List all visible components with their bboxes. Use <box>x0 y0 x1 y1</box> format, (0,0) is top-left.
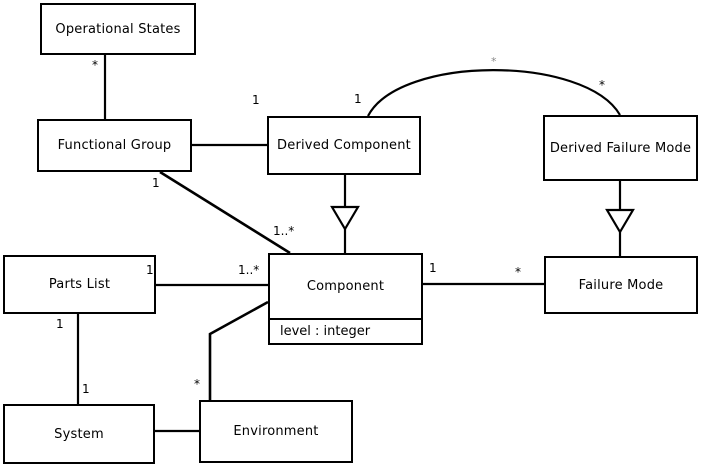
class-box-derived-component[interactable]: Derived Component <box>267 116 421 175</box>
multiplicity-operational-states-functional-group: * <box>92 58 98 72</box>
class-name-system: System <box>54 426 104 442</box>
multiplicity-derived-component-curve: 1 <box>354 92 362 106</box>
generalization-arrowhead-component <box>330 205 360 232</box>
class-name-parts-list: Parts List <box>48 277 111 292</box>
multiplicity-curve-apex: * <box>491 55 497 68</box>
class-box-environment[interactable]: Environment <box>199 400 353 463</box>
class-name-operational-states: Operational States <box>55 21 181 37</box>
edge-derived-component-derived-failure-mode <box>367 69 621 117</box>
class-box-derived-failure-mode[interactable]: Derived Failure Mode <box>543 115 698 181</box>
multiplicity-component-left: 1..* <box>238 263 260 277</box>
multiplicity-parts-list-right: 1 <box>146 263 154 277</box>
class-name-functional-group: Functional Group <box>57 138 172 153</box>
multiplicity-failure-mode-left: * <box>515 265 521 279</box>
multiplicity-component-right: 1 <box>429 261 437 275</box>
class-box-operational-states[interactable]: Operational States <box>40 3 196 55</box>
class-name-environment: Environment <box>233 424 319 439</box>
edge-environment-component <box>208 300 269 400</box>
class-name-failure-mode: Failure Mode <box>578 277 664 293</box>
multiplicity-functional-group-derived-component: 1 <box>252 93 260 107</box>
multiplicity-functional-group-component: 1 <box>152 176 160 190</box>
generalization-arrowhead-failure-mode <box>605 208 635 235</box>
class-name-derived-failure-mode: Derived Failure Mode <box>549 140 692 156</box>
class-box-system[interactable]: System <box>3 404 155 464</box>
class-box-parts-list[interactable]: Parts List <box>3 255 156 314</box>
class-attribute-component-level: level : integer <box>270 318 421 343</box>
class-box-functional-group[interactable]: Functional Group <box>37 119 192 172</box>
multiplicity-environment-up: * <box>194 377 200 391</box>
edge-functional-group-component <box>159 170 291 255</box>
class-box-component[interactable]: Component level : integer <box>268 253 423 345</box>
multiplicity-system-up: 1 <box>82 382 90 396</box>
class-box-failure-mode[interactable]: Failure Mode <box>544 256 698 314</box>
class-name-derived-component: Derived Component <box>277 138 411 153</box>
multiplicity-component-functional-group: 1..* <box>273 224 295 238</box>
class-name-component: Component <box>306 279 385 294</box>
multiplicity-parts-list-down: 1 <box>56 317 64 331</box>
multiplicity-derived-failure-mode-curve: * <box>599 78 605 92</box>
